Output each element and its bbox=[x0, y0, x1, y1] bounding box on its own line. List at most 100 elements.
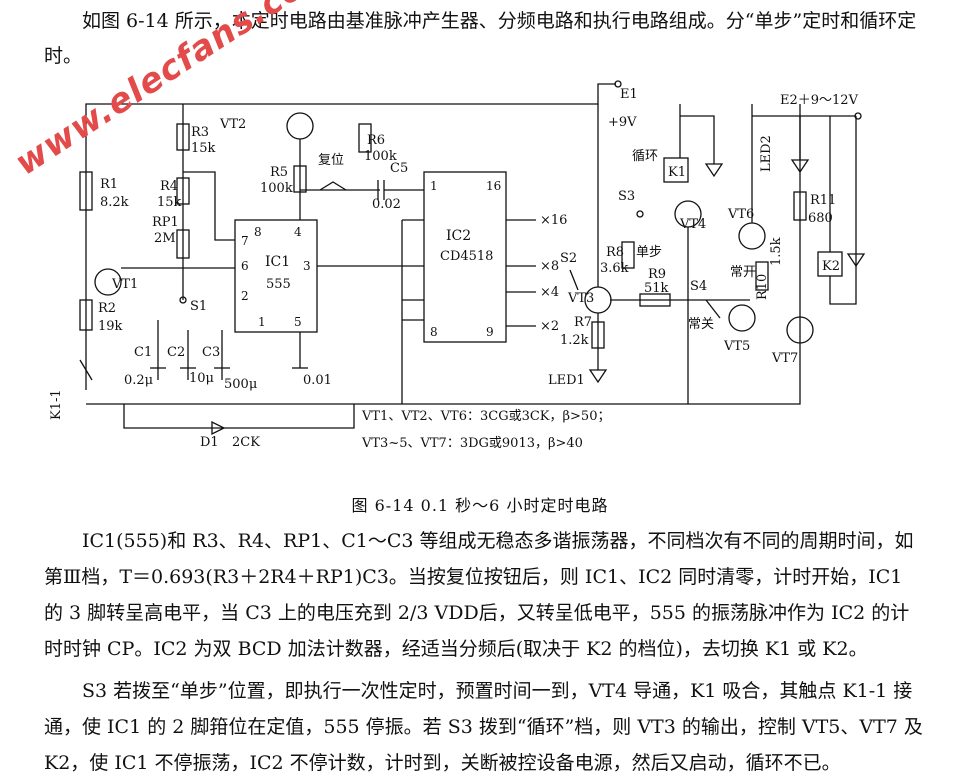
r7-label: R7 bbox=[574, 315, 592, 330]
c1-label: C1 bbox=[134, 345, 152, 360]
vt2-transistor bbox=[286, 112, 314, 140]
ic2-value: CD4518 bbox=[440, 249, 493, 264]
e1-terminal bbox=[614, 80, 622, 88]
intro-paragraph: 如图 6-14 所示，本定时电路由基准脉冲产生器、分频电路和执行电路组成。分“单… bbox=[44, 10, 917, 67]
tap-x2: ×2 bbox=[540, 319, 559, 334]
c2-label: C2 bbox=[167, 345, 185, 360]
k1-1-contact bbox=[79, 359, 93, 381]
tap-x16: ×16 bbox=[540, 213, 567, 228]
figure-note-2: VT3~5、VT7：3DG或9013，β>40 bbox=[362, 436, 583, 451]
ic2-pin1: 1 bbox=[430, 179, 438, 193]
ic1-pin7: 7 bbox=[241, 234, 249, 248]
ic1-pin5: 5 bbox=[294, 315, 302, 329]
vt6-label: VT6 bbox=[727, 207, 754, 222]
r11-value: 680 bbox=[808, 211, 833, 226]
led2-diode bbox=[790, 159, 810, 174]
ic2-pin9: 9 bbox=[486, 325, 494, 339]
r1-resistor bbox=[79, 171, 93, 211]
s1-label: S1 bbox=[190, 299, 207, 314]
d1-diode bbox=[211, 420, 226, 436]
ic1-chip bbox=[234, 219, 318, 333]
s3-switch bbox=[636, 210, 644, 218]
bottom-rail-wire bbox=[86, 104, 801, 405]
vt5-label: VT5 bbox=[723, 339, 750, 354]
r1-value: 8.2k bbox=[100, 195, 129, 210]
ic1-pin2: 2 bbox=[241, 289, 249, 303]
r4-label: R4 bbox=[160, 179, 178, 194]
vt1-label: VT1 bbox=[111, 277, 138, 292]
c3-label: C3 bbox=[202, 345, 220, 360]
ic1-pin4: 4 bbox=[294, 225, 302, 239]
r7-resistor bbox=[591, 321, 605, 349]
vt1-transistor bbox=[94, 268, 122, 296]
d1-label: D1 bbox=[200, 435, 219, 450]
r9-label: R9 bbox=[648, 267, 666, 282]
r2-resistor bbox=[79, 299, 93, 331]
r10-value: 1.5k bbox=[769, 237, 784, 266]
vt2-label: VT2 bbox=[219, 117, 246, 132]
c4-value: 0.01 bbox=[303, 373, 332, 388]
body-paragraph-1: IC1(555)和 R3、R4、RP1、C1～C3 等组成无稳态多谐振荡器，不同… bbox=[44, 530, 914, 660]
r8-resistor bbox=[621, 241, 635, 269]
vt5-transistor bbox=[728, 304, 756, 332]
ic1-pin1: 1 bbox=[258, 315, 266, 329]
s3-label: S3 bbox=[618, 189, 635, 204]
single-label: 单步 bbox=[636, 245, 662, 260]
r6-resistor bbox=[358, 123, 372, 153]
ic2-pin16: 16 bbox=[486, 179, 501, 193]
c5-label: C5 bbox=[390, 161, 408, 176]
k1-relay bbox=[663, 157, 689, 183]
ic1-label: IC1 bbox=[265, 254, 290, 270]
rp1-label: RP1 bbox=[152, 215, 179, 230]
vt3-label: VT3 bbox=[567, 291, 594, 306]
reset-label: 复位 bbox=[318, 153, 344, 168]
e2-label: E2＋9～12V bbox=[780, 93, 859, 108]
k2-flyback-diode bbox=[846, 253, 866, 268]
r5-value: 100k bbox=[260, 181, 293, 196]
r3-label: R3 bbox=[191, 125, 209, 140]
pin7-wire bbox=[183, 171, 235, 241]
normopen-label: 常开 bbox=[730, 265, 756, 280]
c2-value: 10μ bbox=[189, 371, 214, 386]
rp1-potentiometer bbox=[176, 229, 190, 259]
ic1-pin6: 6 bbox=[241, 259, 249, 273]
led1-label: LED1 bbox=[548, 373, 585, 388]
r6-label: R6 bbox=[367, 133, 385, 148]
r5-label: R5 bbox=[270, 165, 288, 180]
rp1-value: 2M bbox=[154, 231, 176, 246]
timer-circuit-diagram: R1 8.2k VT1 R2 19k K1-1 R3 15k R4 15k RP… bbox=[49, 80, 866, 450]
r7-value: 1.2k bbox=[560, 333, 589, 348]
r3-value: 15k bbox=[191, 141, 216, 156]
figure-caption: 图 6-14 0.1 秒～6 小时定时电路 bbox=[351, 496, 609, 515]
s4-label: S4 bbox=[690, 279, 707, 294]
tap-x4: ×4 bbox=[540, 285, 559, 300]
ic1-value: 555 bbox=[266, 277, 291, 292]
r10-label: R10 bbox=[755, 274, 770, 300]
r4-value: 15k bbox=[157, 195, 182, 210]
c3-value: 500μ bbox=[224, 377, 257, 392]
k2-diode-wire bbox=[829, 116, 857, 305]
reset-button bbox=[319, 181, 347, 191]
r8-value: 3.6k bbox=[600, 261, 629, 276]
d1-wire bbox=[123, 404, 355, 429]
e1-label: E1 bbox=[620, 87, 638, 102]
k1-diode-wire bbox=[680, 115, 715, 164]
led2-label: LED2 bbox=[759, 135, 774, 172]
ic2-chip bbox=[423, 171, 507, 343]
vt4-label: VT4 bbox=[679, 217, 706, 232]
k1-label: K1 bbox=[668, 165, 686, 180]
d1-value: 2CK bbox=[232, 435, 260, 450]
body-paragraph-2: S3 若拨至“单步”位置，即执行一次性定时，预置时间一到，VT4 导通，K1 吸… bbox=[44, 680, 923, 774]
led1-diode bbox=[588, 369, 608, 384]
r9-value: 51k bbox=[644, 281, 669, 296]
r11-label: R11 bbox=[810, 193, 836, 208]
k1-1-label: K1-1 bbox=[49, 389, 64, 420]
ic1-pin3: 3 bbox=[303, 259, 311, 273]
r9-resistor bbox=[639, 293, 671, 307]
r2-label: R2 bbox=[98, 301, 116, 316]
r10-resistor bbox=[755, 261, 769, 291]
r3-resistor bbox=[176, 123, 190, 151]
r8-label: R8 bbox=[606, 245, 624, 260]
r2-value: 19k bbox=[98, 319, 123, 334]
k1-flyback-diode bbox=[704, 163, 724, 178]
